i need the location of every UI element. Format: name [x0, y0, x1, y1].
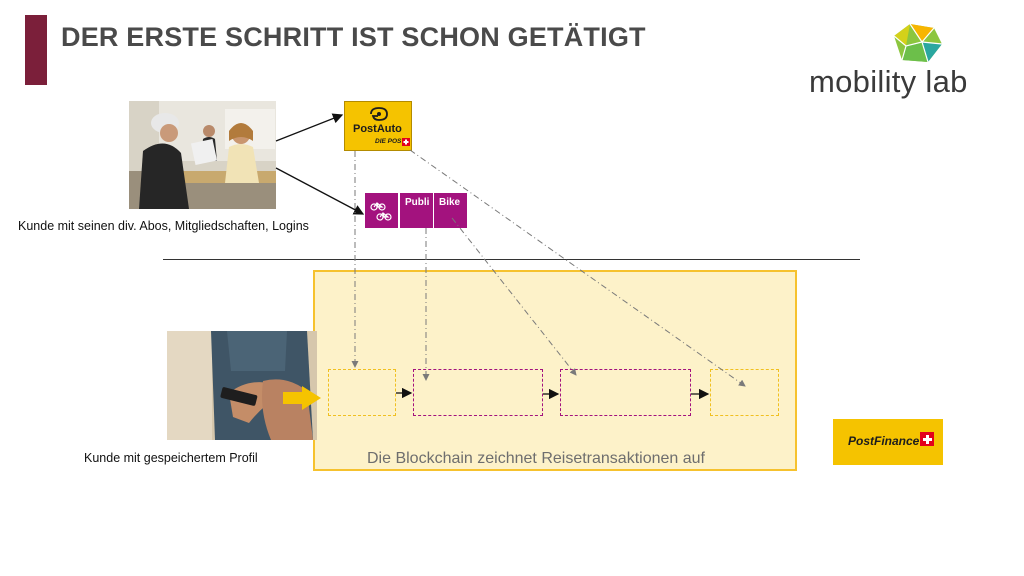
bike-label: Bike: [439, 197, 461, 208]
blockchain-block-publibike-1: [413, 369, 543, 416]
customer-subscriptions-caption: Kunde mit seinen div. Abos, Mitgliedscha…: [18, 219, 309, 233]
swiss-cross-icon: [402, 138, 410, 146]
section-divider: [163, 259, 860, 260]
slide-title: DER ERSTE SCHRITT IST SCHON GETÄTIGT: [61, 22, 646, 52]
customer-profile-caption: Kunde mit gespeichertem Profil: [84, 451, 258, 465]
blockchain-block-postauto: [328, 369, 396, 416]
postauto-logo: PostAuto DIE POST: [344, 101, 412, 151]
posthorn-icon: [370, 107, 388, 121]
mobility-lab-logo-icon: [893, 23, 943, 63]
bicycle-icon: [370, 202, 392, 221]
blockchain-block-publibike-2: [560, 369, 691, 416]
die-post-label: DIE POST: [375, 138, 406, 145]
publibike-bike-tile: Bike: [434, 193, 467, 228]
title-accent-bar: [25, 15, 47, 85]
blockchain-caption: Die Blockchain zeichnet Reisetransaktion…: [367, 450, 705, 467]
blockchain-block-postauto-2: [710, 369, 779, 416]
customer-phone-photo: [167, 331, 317, 440]
postauto-label: PostAuto: [353, 123, 402, 135]
postfinance-logo: PostFinance: [833, 419, 943, 465]
arrow-to-postauto: [275, 113, 344, 142]
swiss-cross-icon: [920, 432, 934, 446]
publibike-publi-tile: Publi: [400, 193, 433, 228]
publibike-icon-tile: [365, 193, 398, 228]
publi-label: Publi: [405, 197, 430, 208]
postfinance-label: PostFinance: [848, 434, 920, 448]
customer-counter-photo: [129, 101, 276, 209]
logo-wordmark: mobility lab: [809, 64, 968, 99]
arrow-to-publibike: [275, 167, 365, 215]
